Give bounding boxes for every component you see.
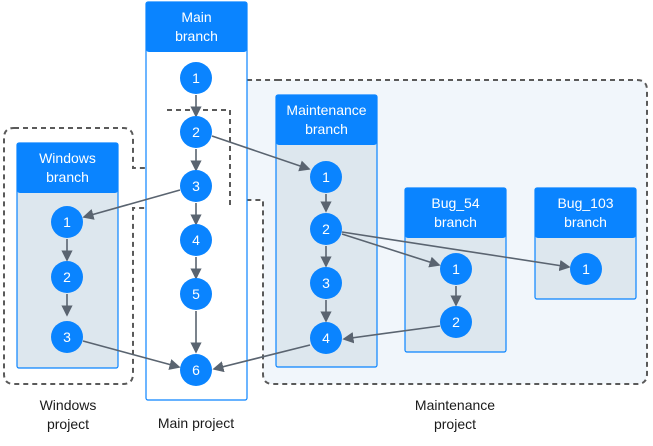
commit-maintenance-4-label: 4 [322,330,330,346]
arrow-bug54-2-maint4 [342,325,441,344]
commit-main-2: 2 [180,116,212,148]
maintenance-branch-title-line2: branch [305,121,348,137]
commit-main-6-label: 6 [192,362,200,378]
bug54-branch-header [405,188,506,238]
maintenance-project-label: Maintenance project [414,397,496,432]
commit-main-2-label: 2 [192,124,200,140]
arrow-main2-maint1 [211,135,311,172]
commit-windows-2: 2 [51,261,83,293]
commit-maintenance-3-label: 3 [322,275,330,291]
main-branch-title-line2: branch [175,28,218,44]
commit-windows-3: 3 [51,321,83,353]
commit-main-3: 3 [180,170,212,202]
maintenance-branch-header [276,95,377,145]
commit-bug103-1: 1 [570,253,602,285]
commit-main-1-label: 1 [192,70,200,86]
maintenance-branch-title-line1: Maintenance [286,102,366,118]
commit-bug54-2: 2 [440,306,472,338]
commit-bug54-1: 1 [440,253,472,285]
bug103-branch-header [535,188,636,238]
commit-main-6: 6 [180,354,212,386]
windows-project-label: Windows project [39,397,97,432]
windows-branch-title-line2: branch [46,169,89,185]
commit-maintenance-2-label: 2 [322,221,330,237]
main-branch-title-line1: Main [181,9,211,25]
commit-main-3-label: 3 [192,178,200,194]
commit-maintenance-1-label: 1 [322,169,330,185]
main-project-outline [167,109,231,208]
arrow-maint2-bug103-1 [341,231,571,272]
commit-windows-3-label: 3 [63,329,71,345]
arrow-win3-main6 [82,340,181,370]
commit-nodes: 1 2 3 4 5 6 1 2 3 1 2 3 4 1 2 1 [51,62,602,386]
bug103-branch-title-line2: branch [564,214,607,230]
commit-windows-1-label: 1 [63,214,71,230]
commit-main-5-label: 5 [192,286,200,302]
commit-main-4-label: 4 [192,232,200,248]
commit-bug54-1-label: 1 [452,261,460,277]
main-branch-header [146,2,247,52]
commit-maintenance-4: 4 [310,322,342,354]
commit-maintenance-2: 2 [310,213,342,245]
commit-windows-1: 1 [51,206,83,238]
arrow-main3-win1 [82,189,181,220]
arrow-maint2-bug54-1 [341,233,441,268]
bug103-branch-title-line1: Bug_103 [557,195,613,211]
commit-main-4: 4 [180,224,212,256]
commit-bug103-1-label: 1 [582,261,590,277]
windows-branch-header [17,143,118,193]
bug54-branch-title-line2: branch [434,214,477,230]
commit-windows-2-label: 2 [63,269,71,285]
commit-main-1: 1 [180,62,212,94]
commit-main-5: 5 [180,278,212,310]
commit-maintenance-1: 1 [310,161,342,193]
main-project-label: Main project [157,415,235,431]
arrow-maint4-main6 [212,344,311,373]
commit-bug54-2-label: 2 [452,314,460,330]
bug54-branch-title-line1: Bug_54 [431,195,479,211]
commit-arrows [61,95,571,373]
bug103-branch-column: Bug_103 branch [534,187,637,300]
commit-maintenance-3: 3 [310,267,342,299]
windows-branch-title-line1: Windows [39,150,96,166]
